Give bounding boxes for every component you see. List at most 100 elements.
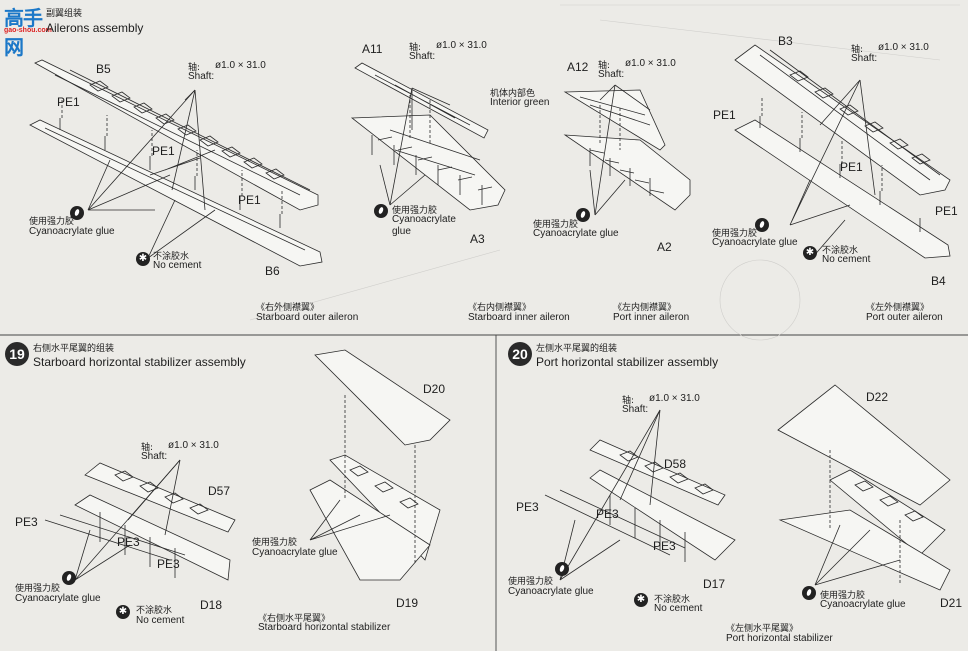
glue-cn-2: 使用强力胶 bbox=[392, 206, 438, 216]
shaft-spec-5: ø1.0 × 31.0 bbox=[168, 440, 219, 451]
label-pe3-e: PE3 bbox=[596, 507, 619, 521]
glue-en-4: Cyanoacrylate glue bbox=[712, 237, 798, 248]
glue-cn-7: 使用强力胶 bbox=[508, 577, 554, 587]
step-20-badge: 20 bbox=[508, 342, 532, 366]
port-inner-aileron-drawing bbox=[563, 84, 691, 216]
label-pe3-a: PE3 bbox=[15, 515, 38, 529]
label-a11: A11 bbox=[362, 42, 383, 56]
label-pe1-e: PE1 bbox=[840, 160, 863, 174]
step-19-badge: 19 bbox=[5, 342, 29, 366]
shaft-en-3: Shaft: bbox=[598, 69, 625, 80]
starboard-stabilizer-drawing bbox=[44, 349, 451, 581]
starboard-outer-aileron-drawing bbox=[29, 59, 323, 267]
label-pe3-c: PE3 bbox=[157, 557, 180, 571]
glue-icon bbox=[576, 208, 590, 222]
glue-icon bbox=[755, 218, 769, 232]
glue-en-3: Cyanoacrylate glue bbox=[533, 228, 619, 239]
label-pe1-a: PE1 bbox=[57, 95, 80, 109]
glue-cn-4: 使用强力胶 bbox=[712, 229, 758, 239]
shaft-spec-2: ø1.0 × 31.0 bbox=[436, 40, 487, 51]
shaft-spec-3: ø1.0 × 31.0 bbox=[625, 58, 676, 69]
shaft-en-2: Shaft: bbox=[409, 51, 436, 62]
glue-cn-1: 使用强力胶 bbox=[29, 217, 75, 227]
nocement-en-2: No cement bbox=[822, 254, 871, 265]
label-a3: A3 bbox=[470, 232, 485, 246]
glue-icon bbox=[374, 204, 388, 218]
nocement-cn-3: 不涂胶水 bbox=[136, 606, 173, 616]
shaft-spec-6: ø1.0 × 31.0 bbox=[649, 393, 700, 404]
nocement-en-1: No cement bbox=[153, 260, 202, 271]
watermark-main: 高手网 bbox=[4, 6, 43, 59]
caption-starboard-stab-cn: 《右侧水平尾翼》 bbox=[258, 613, 331, 623]
label-pe3-b: PE3 bbox=[117, 535, 140, 549]
glue-cn-8: 使用强力胶 bbox=[820, 591, 866, 601]
nocement-en-3: No cement bbox=[136, 615, 185, 626]
glue-icon bbox=[70, 206, 84, 220]
glue-icon bbox=[62, 571, 76, 585]
label-d57: D57 bbox=[208, 484, 231, 498]
step-19-en: Starboard horizontal stabilizer assembly bbox=[33, 355, 246, 369]
glue-en-8: Cyanoacrylate glue bbox=[820, 599, 906, 610]
label-a2: A2 bbox=[657, 240, 672, 254]
glue-en-2b: glue bbox=[392, 226, 411, 237]
label-pe3-d: PE3 bbox=[516, 500, 539, 514]
header-cn: 副翼组装 bbox=[46, 9, 83, 19]
shaft-cn-3: 轴: bbox=[598, 61, 611, 71]
glue-cn-6: 使用强力胶 bbox=[252, 538, 298, 548]
label-b3: B3 bbox=[778, 34, 793, 48]
step-19-cn: 右侧水平尾翼的组装 bbox=[33, 344, 115, 354]
label-pe1-d: PE1 bbox=[713, 108, 736, 122]
shaft-en-5: Shaft: bbox=[141, 451, 168, 462]
label-d19: D19 bbox=[396, 596, 419, 610]
glue-en-1: Cyanoacrylate glue bbox=[29, 226, 115, 237]
nocement-cn-2: 不涂胶水 bbox=[822, 246, 859, 256]
caption-port-inner-en: Port inner aileron bbox=[613, 312, 690, 323]
label-pe3-f: PE3 bbox=[653, 539, 676, 553]
shaft-cn-6: 轴: bbox=[622, 396, 635, 406]
port-outer-aileron-drawing bbox=[734, 44, 951, 259]
caption-port-inner-cn: 《左内侧襟翼》 bbox=[613, 302, 677, 312]
shaft-en-4: Shaft: bbox=[851, 53, 878, 64]
shaft-cn-4: 轴: bbox=[851, 45, 864, 55]
caption-starboard-inner-cn: 《右内侧襟翼》 bbox=[468, 302, 532, 312]
nocement-cn-4: 不涂胶水 bbox=[654, 595, 691, 605]
watermark-sub: gao-shou.com bbox=[4, 27, 52, 34]
label-pe1-b: PE1 bbox=[152, 144, 175, 158]
shaft-en-6: Shaft: bbox=[622, 404, 649, 415]
shaft-spec-1: ø1.0 × 31.0 bbox=[215, 60, 266, 71]
shaft-cn-5: 轴: bbox=[141, 443, 154, 453]
watermark-logo: 高手网 gao-shou.com bbox=[2, 2, 56, 59]
glue-cn-3: 使用强力胶 bbox=[533, 220, 579, 230]
label-d22: D22 bbox=[866, 390, 889, 404]
glue-cn-5: 使用强力胶 bbox=[15, 584, 61, 594]
no-cement-icon: ✱ bbox=[136, 252, 150, 266]
label-a12: A12 bbox=[567, 60, 589, 74]
label-d20: D20 bbox=[423, 382, 446, 396]
caption-port-stab-en: Port horizontal stabilizer bbox=[726, 633, 833, 644]
nocement-en-4: No cement bbox=[654, 603, 703, 614]
glue-en-2a: Cyanoacrylate bbox=[392, 214, 456, 225]
glue-en-7: Cyanoacrylate glue bbox=[508, 586, 594, 597]
interior-en: Interior green bbox=[490, 97, 550, 108]
glue-en-6: Cyanoacrylate glue bbox=[252, 547, 338, 558]
shaft-cn-1: 轴: bbox=[188, 63, 201, 73]
caption-starboard-stab-en: Starboard horizontal stabilizer bbox=[258, 622, 391, 633]
no-cement-icon: ✱ bbox=[116, 605, 130, 619]
starboard-inner-aileron-drawing bbox=[350, 62, 506, 211]
caption-port-stab-cn: 《左侧水平尾翼》 bbox=[726, 623, 799, 633]
no-cement-icon: ✱ bbox=[803, 246, 817, 260]
label-d18: D18 bbox=[200, 598, 223, 612]
interior-cn: 机体内部色 bbox=[490, 89, 536, 99]
nocement-cn-1: 不涂胶水 bbox=[153, 252, 190, 262]
step-20-cn: 左侧水平尾翼的组装 bbox=[536, 344, 618, 354]
glue-en-5: Cyanoacrylate glue bbox=[15, 593, 101, 604]
caption-starboard-inner-en: Starboard inner aileron bbox=[468, 312, 570, 323]
shaft-en-1: Shaft: bbox=[188, 71, 215, 82]
caption-port-outer-en: Port outer aileron bbox=[866, 312, 943, 323]
glue-icon bbox=[555, 562, 569, 576]
label-b5: B5 bbox=[96, 62, 111, 76]
glue-icon bbox=[802, 586, 816, 600]
caption-starboard-outer-cn: 《右外侧襟翼》 bbox=[256, 302, 320, 312]
step-20-en: Port horizontal stabilizer assembly bbox=[536, 355, 719, 369]
